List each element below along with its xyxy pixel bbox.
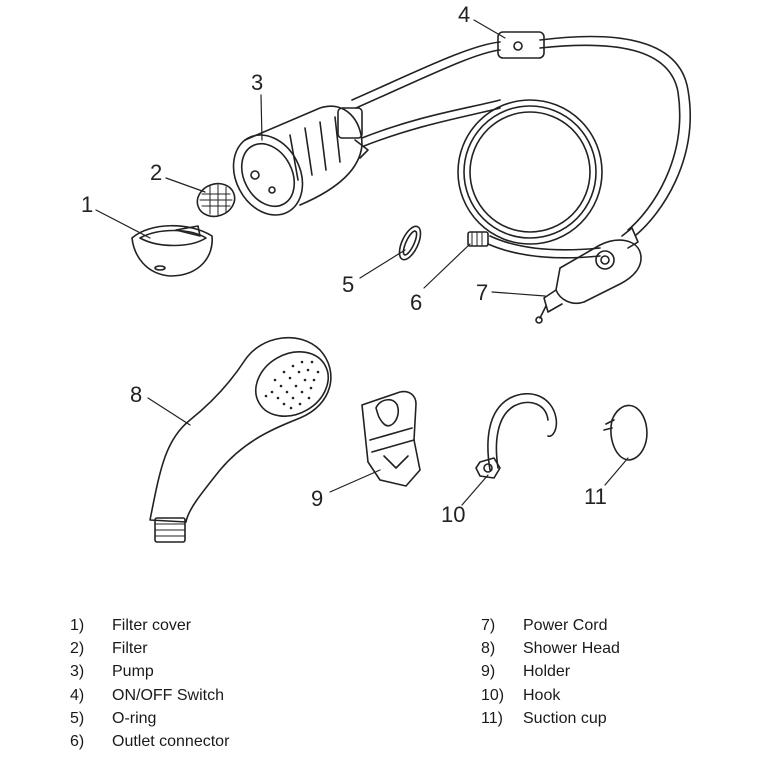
power-plug-drawing xyxy=(535,227,642,324)
legend-label: Pump xyxy=(112,663,154,681)
legend-label: Hook xyxy=(523,686,561,704)
legend-number: 10) xyxy=(481,686,505,704)
legend-item: 2) Filter xyxy=(70,637,229,660)
callout-numbers: 1 2 3 4 5 6 7 8 9 10 11 xyxy=(81,2,607,527)
legend-item: 7) Power Cord xyxy=(481,614,620,637)
legend-number: 11) xyxy=(481,709,503,727)
parts-legend-right: 7) Power Cord 8) Shower Head 9) Holder 1… xyxy=(481,614,620,730)
legend-label: Suction cup xyxy=(523,709,607,727)
shower-head-nozzles xyxy=(264,360,320,410)
legend-number: 4) xyxy=(70,686,85,704)
legend-number: 5) xyxy=(70,709,85,727)
callout-2: 2 xyxy=(150,160,162,185)
callout-10: 10 xyxy=(441,502,465,527)
legend-item: 3) Pump xyxy=(70,660,229,683)
callout-6: 6 xyxy=(410,290,422,315)
suction-cup-drawing xyxy=(603,404,648,461)
legend-item: 6) Outlet connector xyxy=(70,730,229,753)
legend-number: 1) xyxy=(70,617,85,634)
legend-item: 4) ON/OFF Switch xyxy=(70,684,229,707)
callout-9: 9 xyxy=(311,486,323,511)
callout-4: 4 xyxy=(458,2,470,27)
legend-number: 6) xyxy=(70,732,85,750)
callout-1: 1 xyxy=(81,192,93,217)
legend-item: 9) Holder xyxy=(481,660,620,683)
legend-number: 2) xyxy=(70,640,85,658)
legend-label: Holder xyxy=(523,663,571,681)
legend-item: 5) O-ring xyxy=(70,707,229,730)
on-off-switch-drawing xyxy=(497,31,545,59)
parts-legend-left: 1) Filter cover 2) Filter 3) Pump 4) ON/… xyxy=(70,614,229,753)
pump-drawing xyxy=(232,105,369,216)
callout-7: 7 xyxy=(476,280,488,305)
legend-number: 3) xyxy=(70,663,85,681)
callout-3: 3 xyxy=(251,70,263,95)
legend-number: 9) xyxy=(481,663,496,681)
hook-drawing xyxy=(475,393,558,479)
legend-label: Power Cord xyxy=(523,617,608,634)
holder-drawing xyxy=(361,390,421,487)
o-ring-drawing xyxy=(398,225,422,261)
callout-11: 11 xyxy=(584,484,607,509)
legend-item: 1) Filter cover xyxy=(70,614,229,637)
legend-item: 8) Shower Head xyxy=(481,637,620,660)
legend-number: 7) xyxy=(481,617,496,634)
exploded-parts-diagram: 1 2 3 4 5 6 7 8 9 10 11 xyxy=(81,2,691,543)
callout-8: 8 xyxy=(130,382,142,407)
legend-label: O-ring xyxy=(112,709,157,727)
legend-label: Shower Head xyxy=(523,640,620,658)
callout-5: 5 xyxy=(342,272,354,297)
legend-label: Filter cover xyxy=(112,617,192,634)
callout-leader-lines xyxy=(95,19,629,506)
outlet-hose-drawing xyxy=(361,99,603,259)
filter-drawing xyxy=(196,182,236,218)
legend-item: 11) Suction cup xyxy=(481,707,620,730)
power-cord-drawing xyxy=(351,35,691,236)
legend-number: 8) xyxy=(481,640,496,658)
outlet-connector-drawing xyxy=(467,231,489,247)
legend-label: ON/OFF Switch xyxy=(112,686,225,704)
legend-item: 10) Hook xyxy=(481,684,620,707)
legend-label: Outlet connector xyxy=(112,732,230,750)
filter-cover-drawing xyxy=(131,224,213,277)
shower-head-drawing xyxy=(149,336,332,543)
legend-label: Filter xyxy=(112,640,148,658)
